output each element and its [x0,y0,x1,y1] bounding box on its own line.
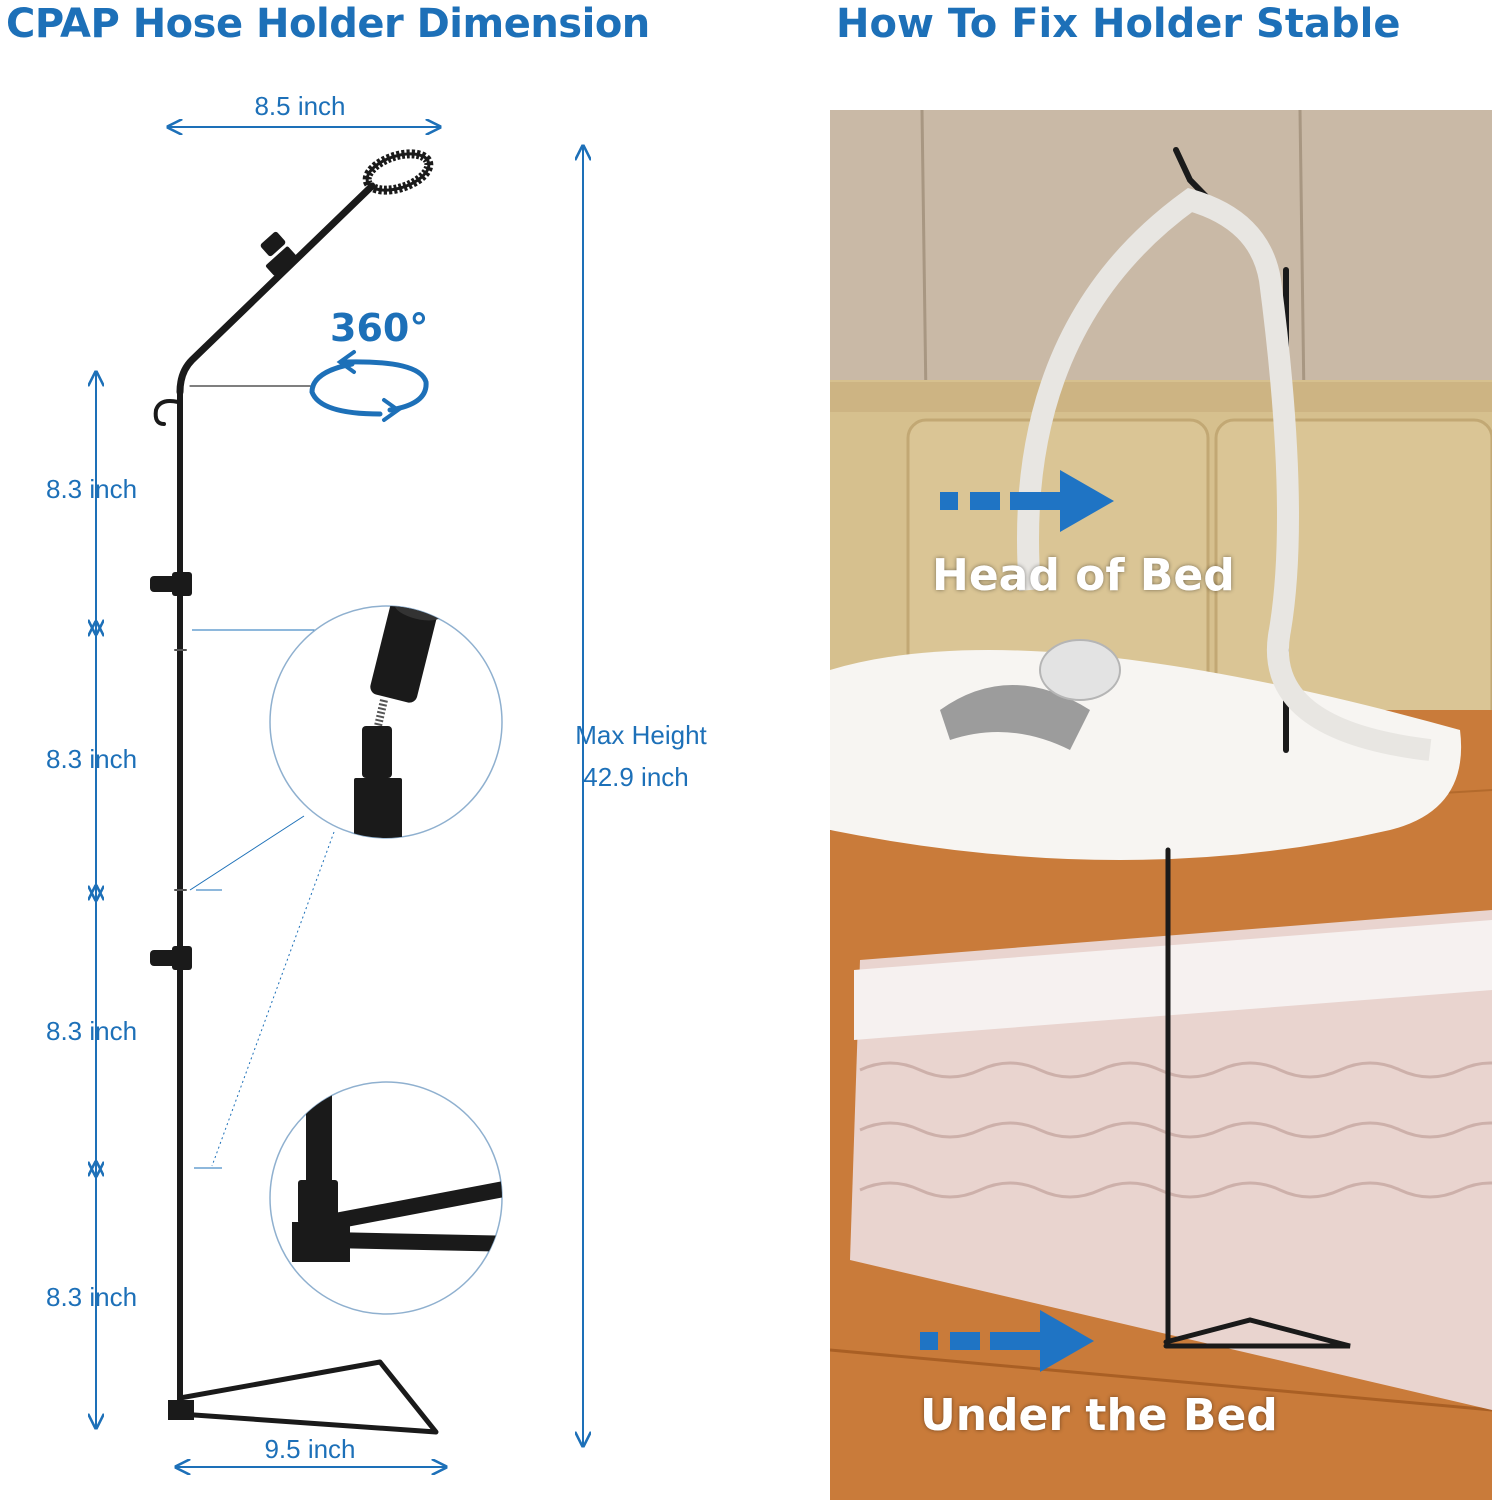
wall [830,110,1492,410]
install-title: How To Fix Holder Stable [836,1,1401,47]
hose-clips [150,231,297,970]
dashed-right-arrow-icon [920,1310,1094,1372]
segment-2-label: 8.3 inch [46,744,138,774]
dimension-title: CPAP Hose Holder Dimension [6,1,650,47]
joint-detail-circle [189,605,503,891]
dashed-right-arrow-icon [940,470,1114,532]
base-width-label: 9.5 inch [264,1434,356,1464]
top-width-label: 8.5 inch [254,91,346,121]
max-height-label-line1: Max Height [575,720,707,750]
hose-coil [362,149,434,195]
segment-1-label: 8.3 inch [46,474,138,504]
holder-pole [153,182,376,1405]
max-height-label-line2: 42.9 inch [583,762,689,792]
cpap-hose [1017,187,1432,761]
base-detail-circle [194,831,503,1315]
under-bed-label: Under the Bed [920,1390,1278,1441]
rotation-label: 360° [330,306,429,350]
installation-photo: Head of Bed Under the Bed [830,110,1492,1500]
mattress [850,910,1492,1410]
segment-3-label: 8.3 inch [46,1016,138,1046]
triangle-base [168,1359,439,1435]
segment-4-label: 8.3 inch [46,1282,138,1312]
holder-dimension-diagram [0,0,820,1500]
head-of-bed-label: Head of Bed [932,550,1235,601]
rotate-360-icon [189,350,429,422]
cpap-mask [940,639,1121,750]
